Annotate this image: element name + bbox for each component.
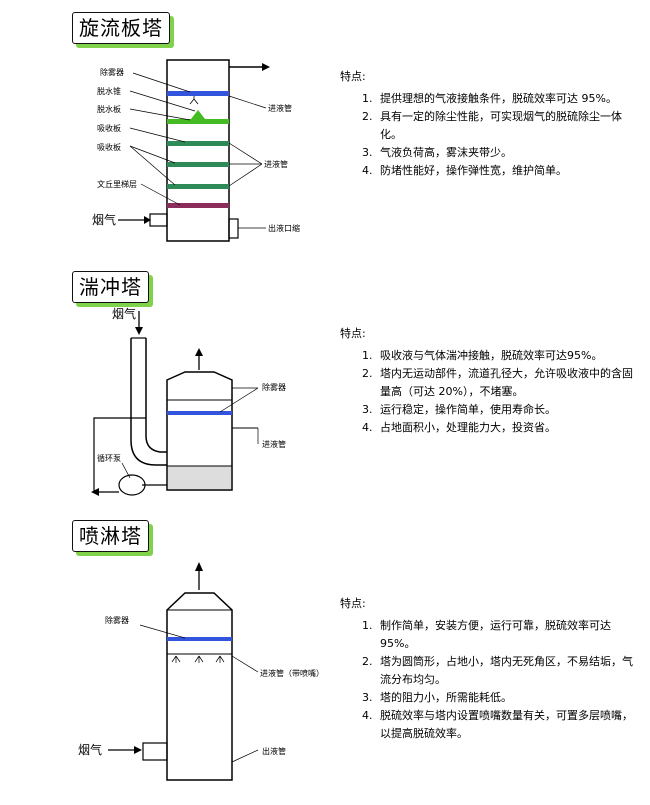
- tower1-absorb-plate-3: [167, 184, 229, 189]
- tower1-label-venturi: 文丘里梯层: [97, 179, 137, 189]
- tower1-venturi-layer: [167, 203, 229, 208]
- tower1-label-dewatering-cone: 脱水锥: [97, 86, 121, 96]
- tower1-feature-item: 气液负荷高，雾沫夹带少。: [376, 144, 640, 162]
- tower1-label-outlet: 出液口缩: [268, 223, 300, 233]
- tower2-feature-list: 吸收液与气体湍冲接触，脱硫效率可达95%。 塔内无运动部件，流道孔径大，允许吸收…: [340, 347, 640, 437]
- tower3-exhaust-arrowhead: [195, 562, 203, 571]
- tower2-label-flue-gas: 烟气: [112, 306, 136, 321]
- tower1-feature-item: 提供理想的气液接触条件，脱硫效率可达 95%。: [376, 90, 640, 108]
- tower2-feature-item: 吸收液与气体湍冲接触，脱硫效率可达95%。: [376, 347, 640, 365]
- tower1-feature-item: 防堵性能好，操作弹性宽，维护简单。: [376, 162, 640, 180]
- tower2-pump: [118, 474, 146, 496]
- tower3-demister-layer: [167, 637, 232, 641]
- tower2-liquid-pool: [168, 466, 231, 489]
- tower3-gas-inlet: [142, 742, 168, 761]
- tower2-feature-item: 运行稳定，操作简单，使用寿命长。: [376, 401, 640, 419]
- tower3-label-outlet-pipe: 出液管: [262, 746, 286, 756]
- tower3-label-inlet-pipe: 进液管（带喷嘴）: [260, 668, 324, 678]
- tower2-label-demister: 除雾器: [262, 382, 286, 392]
- tower3-gas-arrowhead: [134, 746, 142, 754]
- tower1-demister-layer: [167, 91, 229, 96]
- tower2-gas-arrowhead: [135, 327, 143, 335]
- tower1-exhaust-arrowhead: [262, 63, 270, 71]
- tower1-label-demister: 除雾器: [100, 67, 124, 77]
- tower1-dewatering-plate: [167, 119, 229, 124]
- tower1-column: [166, 59, 230, 242]
- tower3-feature-list: 制作简单，安装方便，运行可靠，脱硫效率可达 95%。 塔为圆筒形，占地小，塔内无…: [340, 617, 640, 743]
- tower2-exhaust-arrowhead: [195, 348, 203, 356]
- tower1-nozzle-icon: [189, 96, 199, 105]
- tower3-feature-item: 塔为圆筒形，占地小，塔内无死角区，不易结垢，气流分布均匀。: [376, 653, 640, 689]
- tower3-feature-item: 脱硫效率与塔内设置喷嘴数量有关，可置多层喷嘴，以提高脱硫效率。: [376, 707, 640, 743]
- tower1-label-absorb-plate-1: 吸收板: [97, 123, 121, 133]
- tower2-recirc-arrowhead: [91, 488, 99, 496]
- tower2-demister-layer: [167, 411, 232, 415]
- tower3-feature-item: 制作简单，安装方便，运行可靠，脱硫效率可达 95%。: [376, 617, 640, 653]
- tower3-column: [166, 592, 233, 781]
- tower1-gas-arrowhead: [144, 216, 151, 224]
- tower1-outlet: [228, 218, 239, 239]
- tower1-title: 旋流板塔: [72, 12, 170, 44]
- tower3-feature-item: 塔的阻力小，所需能耗低。: [376, 689, 640, 707]
- tower3-features-heading: 特点:: [340, 597, 366, 610]
- tower2-gas-duct-inner: [145, 338, 167, 453]
- tower2-gas-duct-outer: [130, 338, 167, 466]
- tower2-feature-item: 占地面积小，处理能力大，投资省。: [376, 419, 640, 437]
- tower1-dewatering-cone: [191, 110, 205, 119]
- tower2-features-heading: 特点:: [340, 327, 366, 340]
- tower1-gas-inlet: [149, 213, 168, 227]
- tower1-feature-list: 提供理想的气液接触条件，脱硫效率可达 95%。 具有一定的除尘性能，可实现烟气的…: [340, 90, 640, 180]
- tower2-column: [166, 371, 233, 491]
- tower3-features: 特点: 制作简单，安装方便，运行可靠，脱硫效率可达 95%。 塔为圆筒形，占地小…: [340, 595, 640, 743]
- tower2-features: 特点: 吸收液与气体湍冲接触，脱硫效率可达95%。 塔内无运动部件，流道孔径大，…: [340, 325, 640, 437]
- tower1-absorb-plate-2: [167, 162, 229, 167]
- tower2-feature-item: 塔内无运动部件，流道孔径大，允许吸收液中的含固量高（可达 20%），不堵塞。: [376, 365, 640, 401]
- tower1-absorb-plate-1: [167, 141, 229, 146]
- tower1-label-dewatering-plate: 脱水板: [97, 104, 121, 114]
- tower3-label-demister: 除雾器: [105, 615, 129, 625]
- tower1-label-inlet-pipe-2: 进液管: [264, 159, 288, 169]
- tower2-recirc-line: [93, 417, 146, 493]
- tower3-title: 喷淋塔: [72, 520, 149, 552]
- tower3-label-flue-gas: 烟气: [78, 742, 102, 757]
- tower1-features-heading: 特点:: [340, 70, 366, 83]
- tower3-spray-nozzles: [171, 655, 225, 663]
- tower1-label-inlet-pipe-1: 进液管: [268, 103, 292, 113]
- tower2-label-inlet-pipe: 进液管: [262, 439, 286, 449]
- tower1-label-flue-gas: 烟气: [92, 212, 116, 227]
- tower1-label-absorb-plate-2: 吸收板: [97, 142, 121, 152]
- tower1-feature-item: 具有一定的除尘性能，可实现烟气的脱硫除尘一体化。: [376, 108, 640, 144]
- tower1-features: 特点: 提供理想的气液接触条件，脱硫效率可达 95%。 具有一定的除尘性能，可实…: [340, 68, 640, 180]
- tower2-label-pump: 循环泵: [97, 453, 121, 463]
- tower2-title: 湍冲塔: [72, 271, 149, 303]
